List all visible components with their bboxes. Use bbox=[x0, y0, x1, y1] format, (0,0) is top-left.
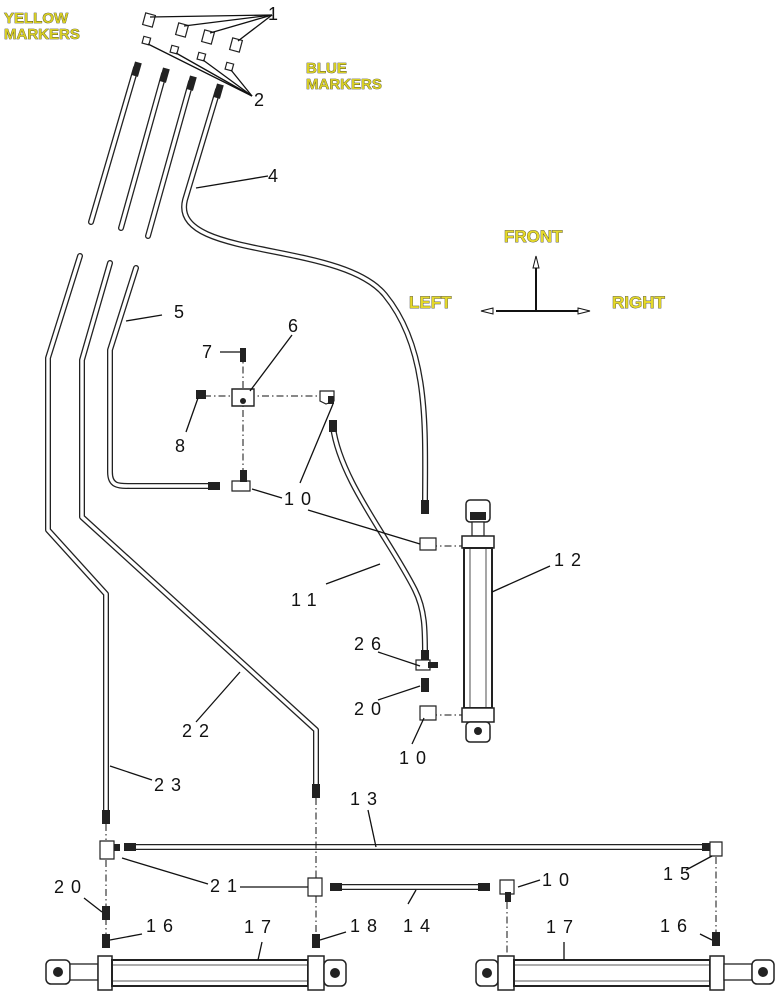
callout-5: 5 bbox=[174, 302, 191, 322]
marker-hose-segments bbox=[88, 61, 197, 239]
hose-23 bbox=[45, 253, 110, 824]
callout-20b: 20 bbox=[54, 877, 88, 897]
leader-6 bbox=[249, 334, 293, 392]
leader-10d bbox=[517, 879, 541, 888]
hose-11 bbox=[329, 420, 429, 664]
leader-26 bbox=[377, 651, 421, 667]
front-label: FRONT bbox=[504, 227, 563, 246]
leader-8 bbox=[185, 397, 199, 433]
callout-16b: 16 bbox=[660, 916, 694, 936]
callout-4: 4 bbox=[268, 166, 285, 186]
yellow-markers-label-line2: MARKERS bbox=[4, 26, 80, 43]
leader-15 bbox=[685, 855, 713, 871]
hose-5 bbox=[107, 265, 220, 490]
right-label: RIGHT bbox=[612, 293, 666, 312]
connection-centerlines bbox=[105, 798, 717, 955]
leader-21a bbox=[121, 857, 209, 885]
leader-13 bbox=[367, 809, 377, 848]
leader-14 bbox=[407, 889, 417, 905]
callout-18: 18 bbox=[350, 916, 384, 936]
lower-port-fittings bbox=[102, 906, 720, 948]
marker-caps bbox=[141, 12, 244, 72]
leader-23 bbox=[109, 765, 153, 781]
elbow-fitting-10-b bbox=[419, 537, 437, 551]
leader-16a bbox=[109, 933, 143, 941]
callout-10d: 10 bbox=[542, 870, 576, 890]
callout-17b: 17 bbox=[546, 917, 580, 937]
yellow-markers-label-line1: YELLOW bbox=[4, 10, 69, 27]
callout-1: 1 bbox=[268, 4, 285, 24]
tee-fitting-6 bbox=[196, 348, 335, 480]
elbow-fitting-15 bbox=[709, 841, 723, 857]
callout-14: 14 bbox=[403, 916, 437, 936]
callout-21: 21 bbox=[210, 876, 244, 896]
cylinder-17-left bbox=[45, 955, 347, 991]
leader-11 bbox=[325, 563, 381, 585]
cylinder-12 bbox=[430, 499, 495, 743]
leader-10a bbox=[251, 488, 283, 499]
tee-fitting-21-center bbox=[307, 877, 323, 897]
fittings-26-20-10 bbox=[415, 659, 438, 721]
leader-22 bbox=[195, 671, 241, 723]
leader-5 bbox=[125, 314, 163, 322]
leader-10-tee bbox=[299, 403, 334, 484]
leader-17a bbox=[257, 941, 263, 961]
leader-4 bbox=[195, 175, 269, 189]
callout-16a: 16 bbox=[146, 916, 180, 936]
hose-4 bbox=[181, 83, 429, 514]
callout-15: 15 bbox=[663, 864, 697, 884]
tee-fitting-21-left bbox=[99, 840, 115, 860]
leader-20b bbox=[83, 897, 103, 913]
hose-14 bbox=[330, 879, 515, 902]
callout-26: 26 bbox=[354, 634, 388, 654]
callout-17a: 17 bbox=[244, 917, 278, 937]
callout-8: 8 bbox=[175, 436, 192, 456]
hose-13 bbox=[124, 843, 712, 851]
callout-2: 2 bbox=[254, 90, 271, 110]
callout-12: 12 bbox=[554, 550, 588, 570]
leader-10b bbox=[307, 509, 421, 545]
blue-markers-label-line2: MARKERS bbox=[306, 76, 382, 93]
elbow-fitting-10-a bbox=[231, 470, 251, 492]
callout-7: 7 bbox=[202, 342, 219, 362]
left-label: LEFT bbox=[409, 293, 452, 312]
leader-16b bbox=[699, 933, 713, 941]
blue-markers-label-line1: BLUE bbox=[306, 60, 347, 77]
leader-20a bbox=[377, 685, 421, 701]
callout-11: 11 bbox=[291, 590, 324, 610]
callout-20a: 20 bbox=[354, 699, 388, 719]
callout-13: 13 bbox=[350, 789, 384, 809]
marker-leaders bbox=[147, 14, 273, 97]
leader-10c bbox=[411, 717, 425, 745]
leader-12 bbox=[491, 565, 551, 593]
callout-10c: 10 bbox=[399, 748, 433, 768]
leader-18 bbox=[319, 931, 347, 941]
callout-23: 23 bbox=[154, 775, 188, 795]
callout-10a: 10 bbox=[284, 489, 318, 509]
cylinder-17-right bbox=[475, 955, 775, 991]
hose-22 bbox=[79, 260, 320, 798]
callout-22: 22 bbox=[182, 721, 216, 741]
callout-6: 6 bbox=[288, 316, 305, 336]
direction-indicator: FRONT LEFT RIGHT bbox=[409, 227, 666, 315]
